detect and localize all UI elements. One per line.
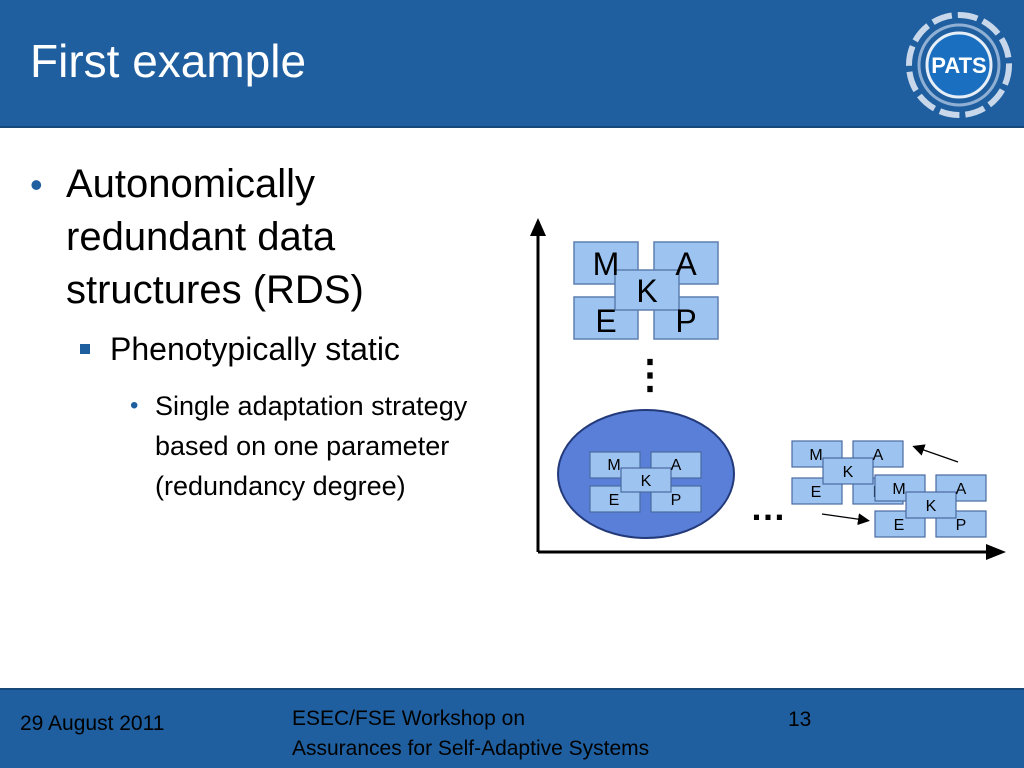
bullet-level1-text: Autonomically redundant data structures … <box>66 162 364 312</box>
horizontal-ellipsis: … <box>750 487 786 528</box>
x-axis-arrowhead <box>986 544 1006 560</box>
bullet-dot: • <box>130 392 139 419</box>
label-m: M <box>593 246 620 282</box>
bullet-dot: • <box>30 164 43 205</box>
arrow-to-right-block-2 <box>821 513 870 526</box>
label-e: E <box>811 484 822 501</box>
bullet-level2-text: Phenotypically static <box>110 331 400 367</box>
slide-title: First example <box>30 35 307 87</box>
label-a: A <box>675 246 697 282</box>
label-p: P <box>956 517 967 534</box>
mapek-block-ellipse: M A E P K <box>589 451 702 513</box>
bullet-square <box>80 344 90 354</box>
slide-footer: 29 August 2011 ESEC/FSE Workshop on Assu… <box>0 688 1024 768</box>
label-a: A <box>956 481 967 498</box>
label-e: E <box>894 517 905 534</box>
arrow-to-right-block-1 <box>912 444 959 463</box>
logo-text: PATS <box>931 53 986 78</box>
slide-header: First example PATS <box>0 0 1024 128</box>
vertical-ellipsis: ⋮ <box>630 353 670 397</box>
label-m: M <box>809 447 822 464</box>
label-m: M <box>892 481 905 498</box>
slide-content: • Autonomically redundant data structure… <box>0 128 1024 688</box>
pats-logo: PATS <box>906 12 1012 118</box>
label-p: P <box>671 492 682 509</box>
label-k: K <box>926 498 937 515</box>
label-k: K <box>636 273 657 309</box>
footer-date: 29 August 2011 <box>20 712 165 735</box>
label-a: A <box>671 457 682 474</box>
footer-conference-line1: ESEC/FSE Workshop on <box>292 707 526 730</box>
footer-conference-line2: Assurances for Self-Adaptive Systems <box>292 737 650 760</box>
bullet-level3-text: Single adaptation strategy based on one … <box>155 391 468 501</box>
label-p: P <box>675 303 696 339</box>
label-m: M <box>607 457 620 474</box>
label-a: A <box>873 447 884 464</box>
label-k: K <box>641 473 652 490</box>
rds-diagram: M A E P K ⋮ M A E P K … M A E P K <box>530 218 1006 560</box>
footer-page-number: 13 <box>788 708 812 731</box>
y-axis-arrowhead <box>530 218 546 236</box>
mapek-block-right-2: M A E P K <box>874 474 987 538</box>
label-k: K <box>843 464 854 481</box>
label-e: E <box>609 492 620 509</box>
label-e: E <box>595 303 616 339</box>
mapek-block-top: M A E P K <box>573 241 719 340</box>
footer-conference: ESEC/FSE Workshop on Assurances for Self… <box>292 704 649 764</box>
